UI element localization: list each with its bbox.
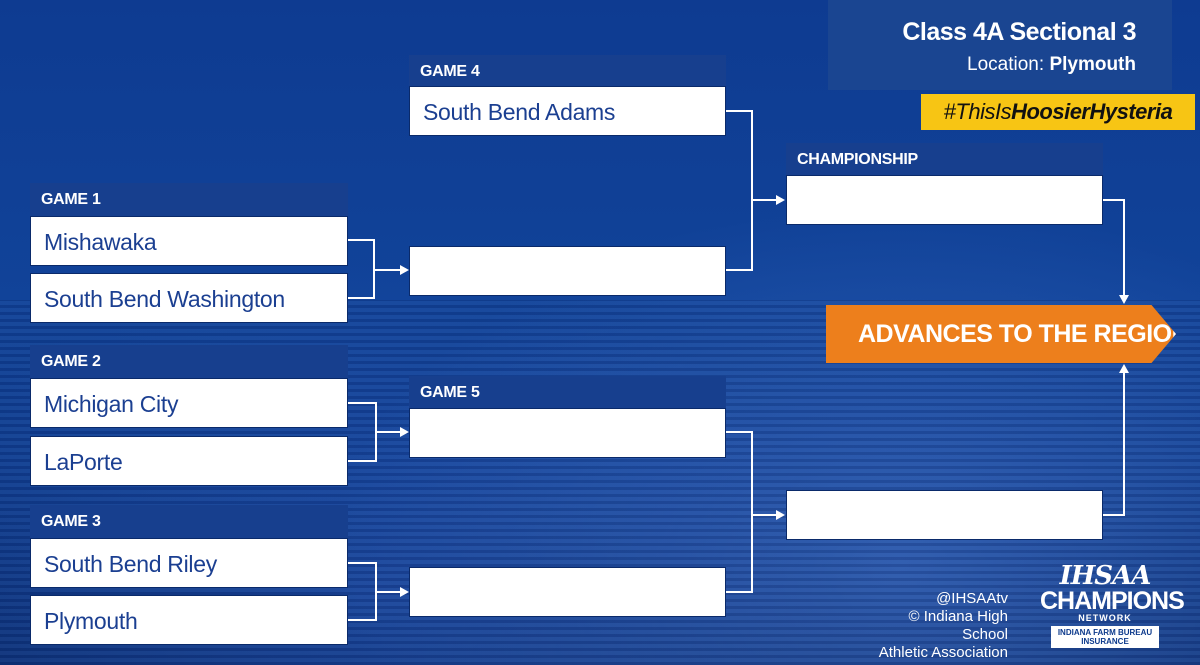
championship-label: CHAMPIONSHIP	[786, 143, 1103, 177]
logo-name: CHAMPIONS	[1040, 587, 1185, 615]
game1-team-a[interactable]: Mishawaka	[30, 216, 348, 266]
logo-sponsor: INDIANA FARM BUREAU INSURANCE	[1051, 626, 1159, 648]
title-panel: Class 4A Sectional 3 Location: Plymouth	[828, 0, 1172, 90]
social-handle: @IHSAAtv	[936, 590, 1008, 607]
sectional-title: Class 4A Sectional 3	[902, 18, 1136, 46]
championship-team-a[interactable]	[786, 175, 1103, 225]
championship-team-b[interactable]	[786, 490, 1103, 540]
game3-team-a[interactable]: South Bend Riley	[30, 538, 348, 588]
game5-team-a[interactable]	[409, 408, 726, 458]
footer-credits: @IHSAAtv © Indiana High School Athletic …	[870, 590, 1008, 662]
hashtag-prefix: #ThisIs	[943, 99, 1012, 124]
game4-label: GAME 4	[409, 55, 726, 89]
game2-team-b[interactable]: LaPorte	[30, 436, 348, 486]
game4-team-a[interactable]: South Bend Adams	[409, 86, 726, 136]
copyright-line-2: Athletic Association	[878, 644, 1008, 661]
game3-team-b[interactable]: Plymouth	[30, 595, 348, 645]
advances-to-regional-banner: ADVANCES TO THE REGIONAL	[826, 305, 1176, 363]
logo-sub: NETWORK	[1078, 613, 1132, 623]
ihsaa-champions-network-logo: IHSAA CHAMPIONS NETWORK INDIANA FARM BUR…	[1040, 561, 1185, 658]
game1-team-b[interactable]: South Bend Washington	[30, 273, 348, 323]
game2-team-a[interactable]: Michigan City	[30, 378, 348, 428]
game2-label: GAME 2	[30, 345, 348, 379]
location-value: Plymouth	[1049, 54, 1136, 75]
hashtag-banner: #ThisIsHoosierHysteria	[921, 94, 1195, 130]
location-text: Location: Plymouth	[967, 54, 1136, 76]
game5-team-b[interactable]	[409, 567, 726, 617]
copyright-line-1: © Indiana High School	[908, 608, 1008, 643]
game4-team-b[interactable]	[409, 246, 726, 296]
hashtag-bold: HoosierHysteria	[1011, 99, 1173, 124]
logo-org: IHSAA	[1059, 561, 1152, 591]
game5-label: GAME 5	[409, 376, 726, 410]
game1-label: GAME 1	[30, 183, 348, 217]
game3-label: GAME 3	[30, 505, 348, 539]
location-label: Location:	[967, 54, 1045, 75]
